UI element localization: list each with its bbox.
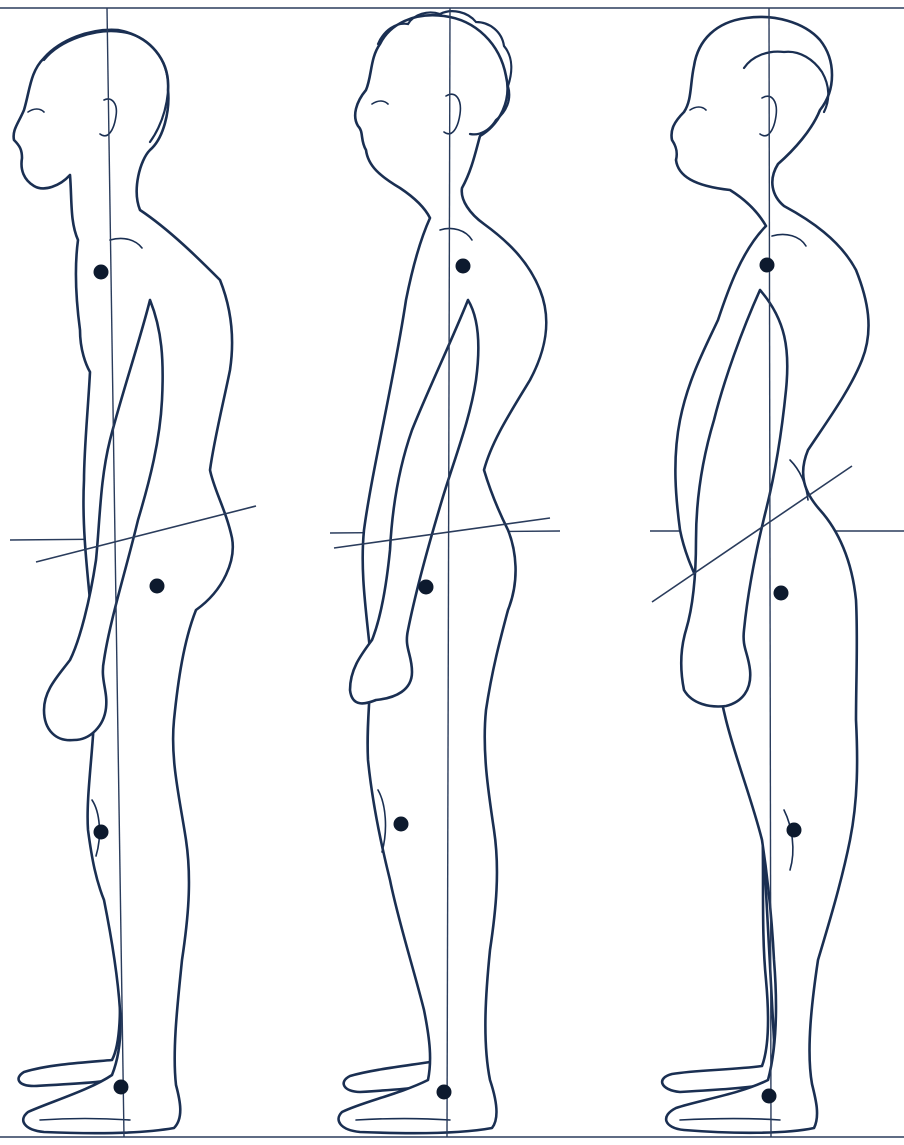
figure-2-shoulder-marker	[456, 259, 471, 274]
figure-3-knee-marker	[787, 823, 802, 838]
figure-1-hip-marker	[150, 579, 165, 594]
figure-3-ankle-marker	[762, 1089, 777, 1104]
figure-3-hip-marker	[774, 586, 789, 601]
figure-2-hip-marker	[419, 580, 434, 595]
figure-2	[334, 8, 550, 1137]
figure-1-ankle-marker	[114, 1080, 129, 1095]
figure-3	[652, 8, 869, 1137]
figure-1-knee-marker	[94, 825, 109, 840]
figure-2-knee-marker	[394, 817, 409, 832]
figure-1-shoulder-marker	[94, 265, 109, 280]
figure-2-body	[339, 15, 547, 1133]
figure-1	[14, 8, 256, 1137]
figure-3-shoulder-marker	[760, 258, 775, 273]
figure-2-ankle-marker	[437, 1085, 452, 1100]
